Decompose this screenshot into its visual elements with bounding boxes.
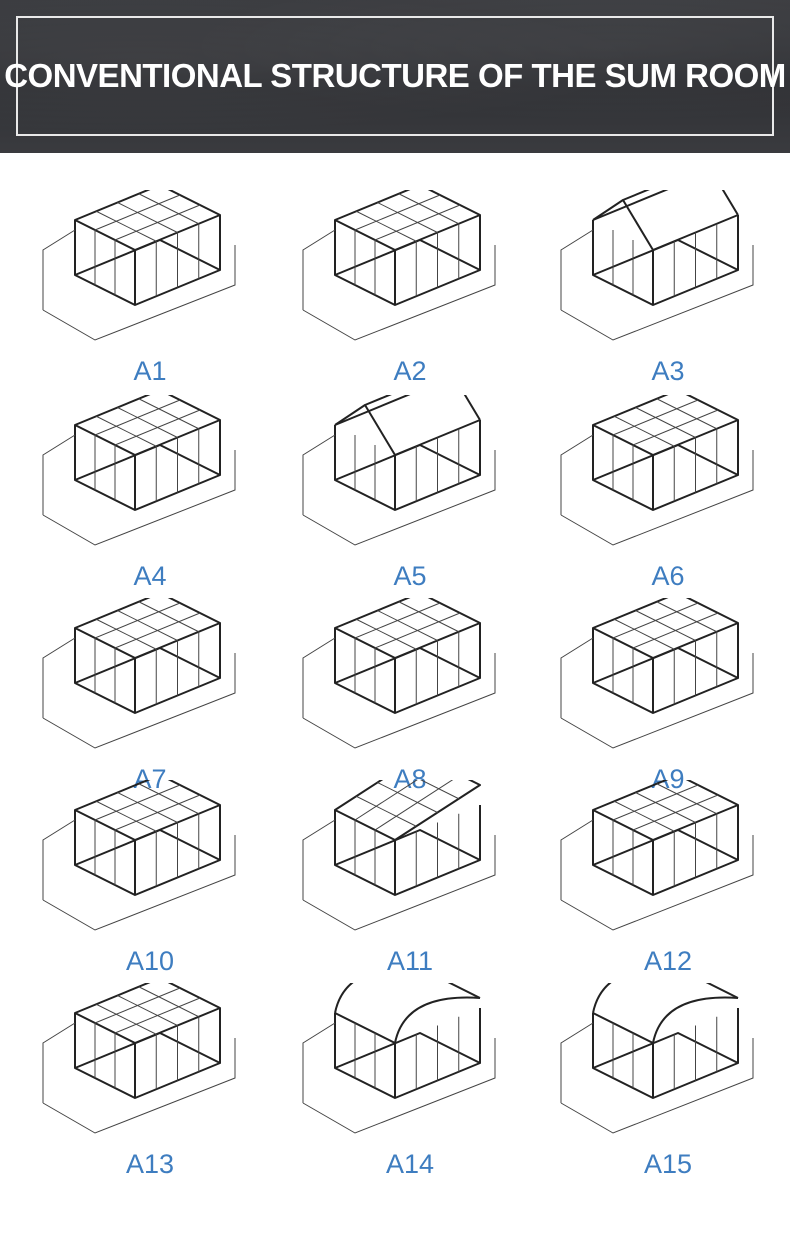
- gable-sunroom-icon: [302, 395, 496, 546]
- sloped-sunroom-icon: [560, 780, 754, 931]
- banner-frame: CONVENTIONAL STRUCTURE OF THE SUM ROOM: [4, 16, 786, 136]
- structure-label: A10: [125, 946, 175, 976]
- structure-card: A15: [553, 983, 783, 1183]
- l-shaped-sunroom-icon: [42, 780, 236, 931]
- structure-label: A11: [386, 946, 434, 976]
- lean-to-sunroom-icon: [42, 190, 236, 341]
- structure-label: A12: [643, 946, 693, 976]
- corner-sunroom-icon: [42, 598, 236, 749]
- hip-roof-sunroom-icon: [302, 780, 496, 931]
- box-sunroom-icon: [42, 983, 236, 1134]
- curved-roof-sunroom-icon: [302, 983, 496, 1134]
- structure-label: A13: [125, 1149, 175, 1179]
- structure-card: A11: [295, 780, 525, 980]
- structure-card: A3: [553, 190, 783, 390]
- structure-label: A2: [393, 356, 427, 386]
- structure-label: A14: [385, 1149, 435, 1179]
- structure-card: A8: [295, 598, 525, 798]
- l-shaped-sunroom-icon: [560, 598, 754, 749]
- structure-card: A1: [35, 190, 265, 390]
- structure-card: A14: [295, 983, 525, 1183]
- structure-card: A2: [295, 190, 525, 390]
- structure-card: A5: [295, 395, 525, 595]
- structure-card: A13: [35, 983, 265, 1183]
- corner-sunroom-icon: [302, 598, 496, 749]
- curved-roof-sunroom-icon: [560, 983, 754, 1134]
- structure-label: A3: [651, 356, 685, 386]
- header-banner: CONVENTIONAL STRUCTURE OF THE SUM ROOM: [0, 0, 790, 153]
- structure-card: A9: [553, 598, 783, 798]
- structure-label: A8: [393, 764, 427, 794]
- extended-sunroom-icon: [302, 190, 496, 341]
- structure-label: A4: [133, 561, 167, 591]
- structure-label: A15: [643, 1149, 693, 1179]
- structure-card: A7: [35, 598, 265, 798]
- page-title: CONVENTIONAL STRUCTURE OF THE SUM ROOM: [4, 57, 786, 94]
- gable-sunroom-icon: [560, 190, 754, 341]
- structure-label: A6: [651, 561, 685, 591]
- structure-card: A6: [553, 395, 783, 595]
- sloped-sunroom-icon: [42, 395, 236, 546]
- l-shaped-sunroom-icon: [560, 395, 754, 546]
- structure-label: A5: [393, 561, 427, 591]
- structure-card: A12: [553, 780, 783, 980]
- structure-label: A1: [133, 356, 167, 386]
- structure-card: A10: [35, 780, 265, 980]
- structure-card: A4: [35, 395, 265, 595]
